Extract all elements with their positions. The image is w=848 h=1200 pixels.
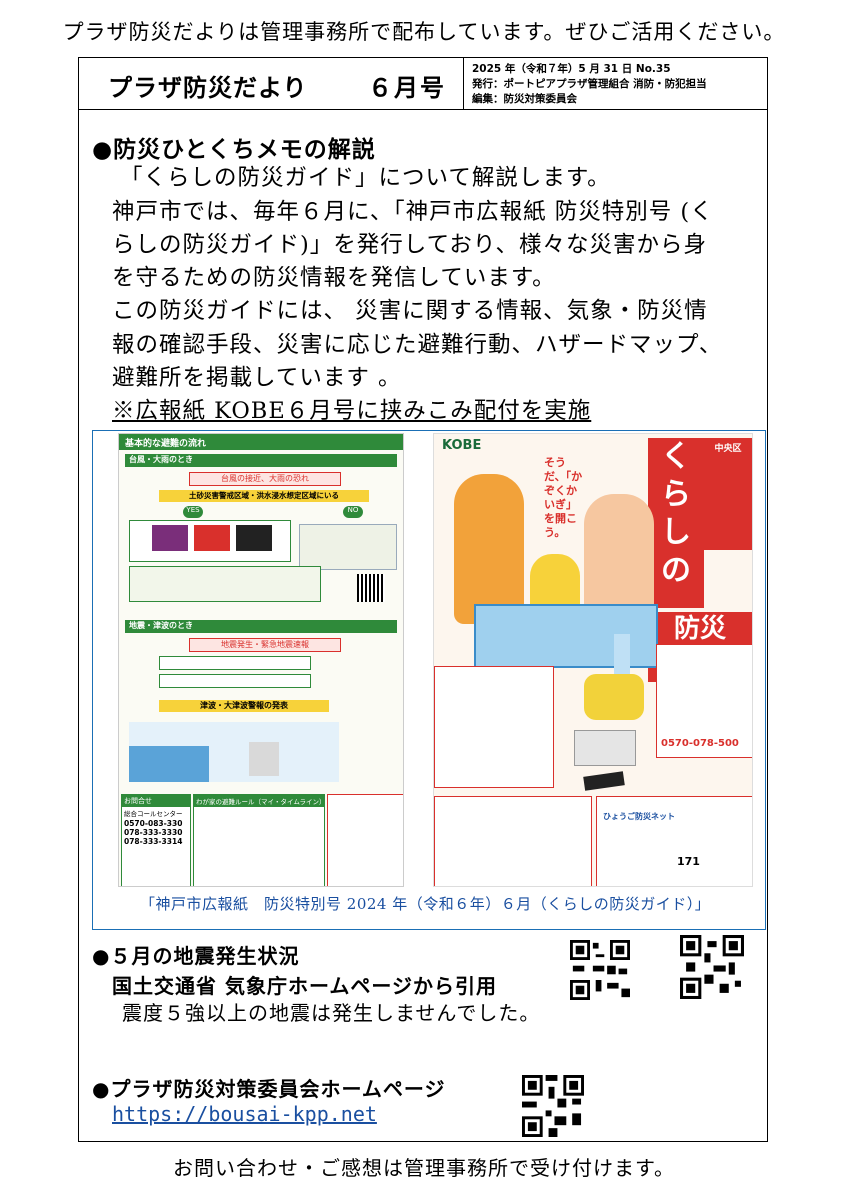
title-char-3: し [661, 515, 691, 550]
kobe-logo: KOBE [442, 438, 482, 453]
call-center: 総合コールセンター [124, 810, 183, 818]
flow-yes: YES [183, 506, 203, 518]
family-rule-table: わが家の避難ルール（マイ・タイムライン） [193, 794, 325, 886]
qr-code-icon [570, 940, 630, 1000]
evacuation-flow-panel: 基本的な避難の流れ 台風・大雨のとき 台風の接近、大雨の恐れ 土砂災害警戒区域・… [118, 433, 404, 887]
contact-title: お問合せ [122, 795, 190, 807]
memo-line-1: 「くらしの防災ガイド」について解説します。 [120, 165, 611, 191]
flow-protect-box [159, 656, 311, 670]
building-shape [249, 742, 279, 776]
flow-bar-risk-area: 土砂災害警戒区域・洪水浸水想定区域にいる [159, 490, 369, 502]
qr-code-jma[interactable] [570, 940, 630, 1000]
title-char-4: の [661, 553, 691, 588]
register-box: ひょうご防災ネット 171 [596, 796, 752, 886]
flow-title: 基本的な避難の流れ [119, 434, 403, 450]
alert-level-red [194, 525, 230, 551]
title-char-2: ら [661, 477, 691, 512]
qr-code-icon [522, 1075, 584, 1137]
memo-line-3: らしの防災ガイド)」を発行しており、様々な災害から身 [112, 232, 708, 258]
qr-code-homepage[interactable] [522, 1075, 584, 1137]
flow-info-box [159, 674, 311, 688]
wave-shape [129, 746, 209, 782]
guide-cover-panel: KOBE 中央区 く ら し の 防災 ガイド そうだ、「かぞくかいぎ」を開こう… [433, 433, 753, 887]
title-char-5: 防 [673, 614, 700, 644]
contact-phone-1: 0570-083-330 [124, 819, 183, 828]
alert-level-purple [152, 525, 188, 551]
bottom-note: お問い合わせ・ご感想は管理事務所で受け付けます。 [173, 1156, 675, 1180]
flow-alert-levels [129, 520, 291, 562]
father-illustration [454, 474, 524, 624]
family-talk-box [434, 796, 592, 886]
flow-tsunami-illustration [129, 722, 339, 782]
ward-name: 中央区 [714, 444, 742, 454]
flow-sub-quake: 地震発生・緊急地震速報 [189, 638, 341, 652]
homepage-title: ●プラザ防災対策委員会ホームページ [92, 1077, 446, 1101]
qr-code-icon [680, 935, 744, 999]
disaster-dial: 171 [677, 855, 700, 868]
rule-title: わが家の避難ルール（マイ・タイムライン） [194, 795, 324, 807]
supplies-checklist [434, 666, 554, 788]
memo-title: ●防災ひとくちメモの解説 [92, 137, 376, 163]
memo-line-7: 避難所を掲載しています 。 [112, 365, 402, 391]
towels-illustration [574, 730, 636, 766]
title-char-6: 災 [700, 614, 727, 644]
memo-line-2: 神戸市では、毎年６月に、「神戸市広報紙 防災特別号 (く [112, 199, 714, 225]
quake-source: 国土交通省 気象庁ホームページから引用 [112, 974, 497, 998]
newsletter-title: プラザ防災だより [108, 74, 308, 102]
quake-result: 震度５強以上の地震は発生しませんでした。 [122, 1001, 541, 1025]
guide-caption: 「神戸市広報紙 防災特別号 2024 年（令和６年）６月（くらしの防災ガイド）」 [140, 895, 711, 913]
flow-tsunami-bar: 津波・大津波警報の発表 [159, 700, 329, 712]
newsletter-frame [78, 57, 768, 1142]
flow-stay-home-box [299, 524, 397, 570]
memo-line-4: を守るための防災情報を発信しています。 [112, 265, 556, 291]
phone-illustration [583, 771, 625, 791]
water-bottle-illustration [614, 634, 630, 674]
guide-catchphrase: そうだ、「かぞくかいぎ」を開こう。 [544, 456, 583, 539]
flow-bar-typhoon: 台風・大雨のとき [125, 454, 397, 467]
issue-label: ６月号 [368, 74, 446, 102]
flow-bar-quake: 地震・津波のとき [125, 620, 397, 633]
rule-notes-box [327, 794, 403, 886]
flow-contact-box: お問合せ 総合コールセンター 0570-083-330 078-333-3330… [121, 794, 191, 886]
hyogo-net: ひょうご防災ネット [603, 812, 675, 821]
backpack-illustration [584, 674, 644, 720]
header-title-cell [78, 57, 464, 110]
top-note: プラザ防災だよりは管理事務所で配布しています。ぜひご活用ください。 [62, 20, 786, 44]
homepage-link[interactable]: https://bousai-kpp.net [112, 1102, 377, 1126]
contact-fax: 078-333-3314 [124, 837, 183, 846]
qr-code-kobe-guide[interactable] [680, 935, 744, 999]
guide-title-band: 中央区 [704, 438, 752, 550]
quake-title: ●５月の地震発生状況 [92, 944, 300, 968]
editor-line: 編集：防災対策委員会 [472, 93, 577, 105]
title-char-1: く [661, 439, 691, 474]
publisher-line: 発行：ポートピアプラザ管理組合 消防・防犯担当 [472, 78, 707, 90]
flow-sub-typhoon: 台風の接近、大雨の恐れ [189, 472, 341, 486]
alert-level-black [236, 525, 272, 551]
memo-note: ※広報紙 KOBE６月号に挟みこみ配付を実施 [112, 398, 592, 424]
contact-phone-2: 078-333-3330 [124, 828, 183, 837]
info-phone: 0570-078-500 [661, 738, 739, 749]
hazard-map-illustration [474, 604, 658, 668]
flow-qr-icon [357, 574, 385, 602]
memo-line-5: この防災ガイドには、 災害に関する情報、気象・防災情 [112, 298, 708, 324]
date-line: 2025 年（令和７年）5 月 31 日 No.35 [472, 63, 671, 75]
memo-line-6: 報の確認手段、災害に応じた避難行動、ハザードマップ、 [112, 332, 723, 358]
flow-no: NO [343, 506, 363, 518]
guide-title-vertical: く ら し の [648, 438, 704, 608]
newsletter-header [78, 57, 768, 110]
info-box: 0570-078-500 [656, 644, 752, 758]
flow-evacuate-box [129, 566, 321, 602]
